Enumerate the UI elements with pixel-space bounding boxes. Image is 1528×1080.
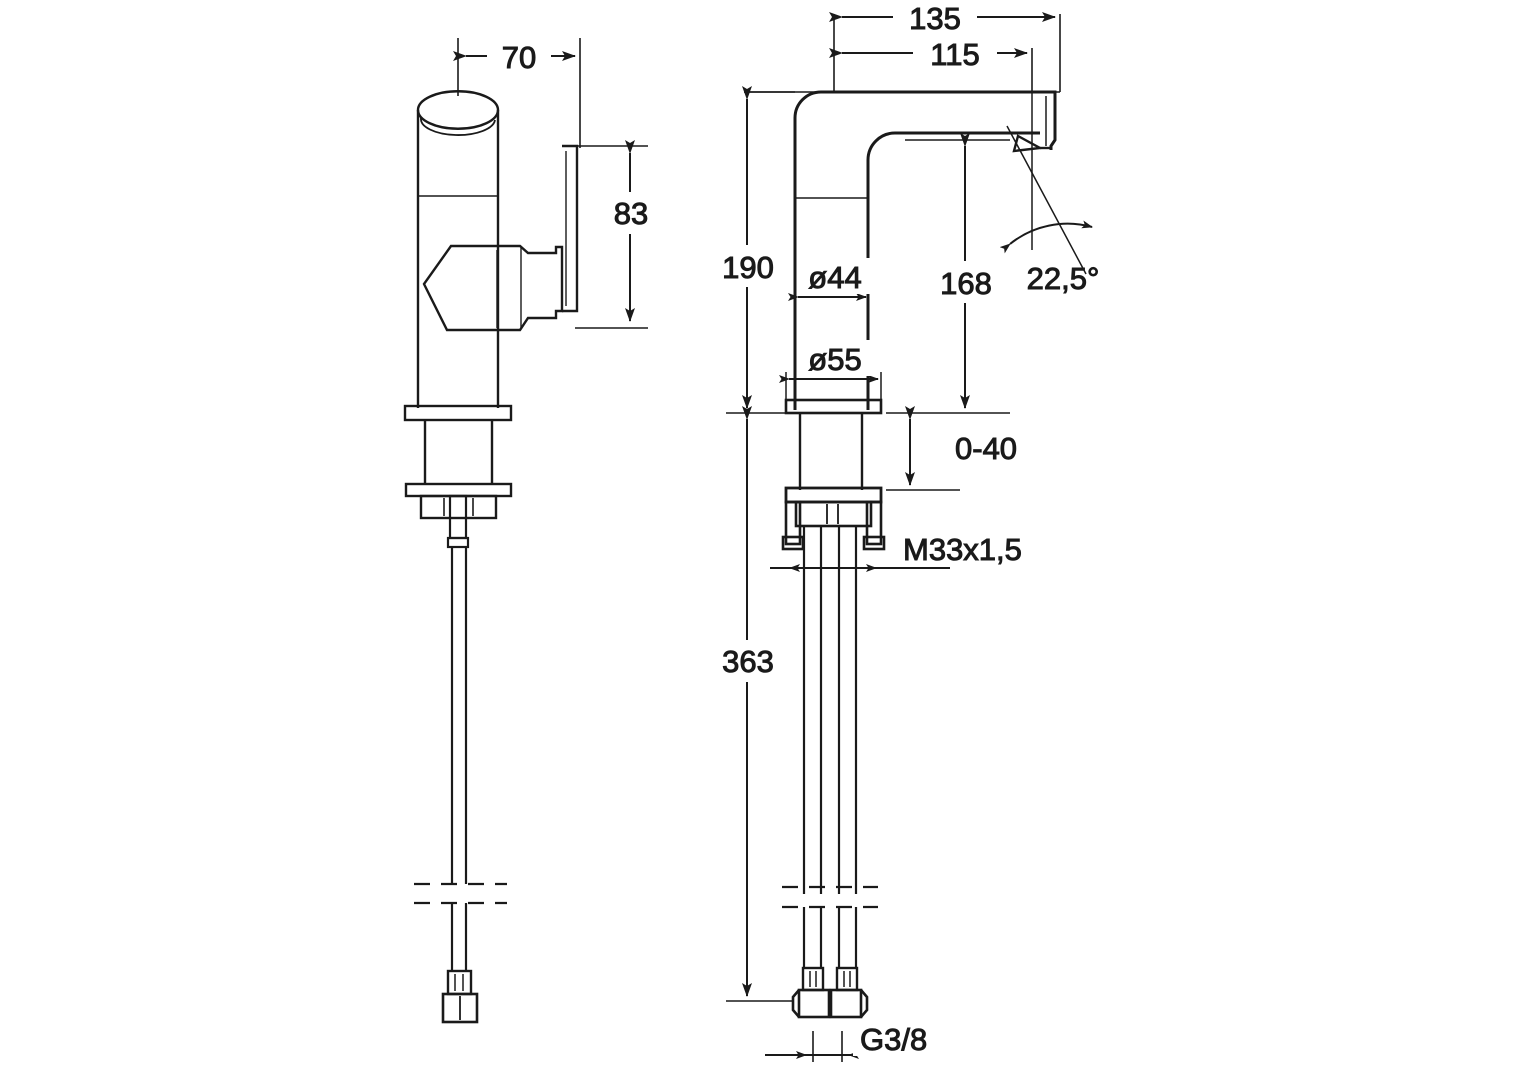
supply-hose-side (414, 547, 507, 1024)
lever-handle-side (422, 144, 579, 332)
dimension-total-height: 363 (718, 406, 780, 997)
base-flange-front (784, 376, 883, 415)
dimension-label-spout-outlet-height: 168 (940, 266, 992, 301)
dimension-lever-height: 83 (612, 140, 650, 322)
tie-rod-left (784, 500, 802, 546)
lever-wedge-left (422, 244, 498, 332)
mounting-nut (419, 494, 498, 520)
side-view: 70 83 (403, 38, 650, 1024)
dimension-label-lever-height: 83 (614, 196, 648, 231)
dimension-spout-total-reach: 135 (829, 0, 1056, 37)
faucet-body-front (793, 90, 1057, 410)
lever-handle-body (498, 244, 564, 332)
mounting-washer-front (784, 486, 883, 504)
connector-left-chamfer (791, 989, 800, 1018)
dimension-lever-reach: 70 (453, 38, 576, 76)
dimension-label-base-diameter: ø55 (808, 342, 861, 377)
shank-front (798, 413, 864, 490)
connector-nut-right (829, 988, 863, 1019)
dimension-base-diameter: ø55 (779, 340, 882, 400)
dimension-thread-size: M33x1,5 (770, 528, 1032, 572)
lever-blade (562, 144, 579, 313)
connector-nut-left (797, 988, 831, 1019)
cap-seam-arc (420, 117, 496, 136)
stud-collar (446, 536, 470, 549)
cap-top-arc (416, 90, 500, 111)
angle-arc (999, 220, 1093, 254)
dimension-body-diameter: ø44 (788, 258, 873, 301)
dimension-label-supply-thread: G3/8 (860, 1022, 927, 1057)
dimension-label-thread-size: M33x1,5 (903, 532, 1022, 567)
dimension-outlet-angle: 22,5° (999, 92, 1100, 297)
supply-tubes-front (782, 526, 878, 1019)
base-plate-side (403, 404, 513, 484)
dimension-spout-projection: 115 (829, 36, 1028, 73)
dimension-label-spout-total-reach: 135 (909, 1, 961, 36)
tie-rod-foot-right (862, 535, 886, 551)
dimension-label-lever-reach: 70 (502, 40, 536, 75)
dimension-label-body-diameter: ø44 (808, 260, 861, 295)
connector-right-chamfer (860, 989, 869, 1018)
spout-outer-profile (793, 90, 1057, 410)
hose-ferrule (446, 969, 473, 996)
dimension-label-counter-thickness: 0-40 (955, 431, 1017, 466)
dimension-label-spout-projection: 115 (930, 37, 979, 72)
dimension-label-outlet-angle: 22,5° (1027, 261, 1100, 296)
dimension-supply-thread: G3/8 (765, 1020, 957, 1062)
mounting-nut-front (794, 500, 873, 528)
base-plate (403, 404, 513, 422)
base-flange (784, 398, 883, 415)
dimension-body-height: 190 (720, 86, 776, 409)
ferrule-left (801, 966, 825, 992)
mounting-washer (404, 482, 513, 498)
mounting-hardware-side (404, 482, 513, 549)
faucet-body-side (416, 90, 500, 408)
hose-connector-nut (441, 992, 479, 1024)
cap-bottom-arc (416, 109, 500, 130)
aerator-outlet (1012, 134, 1044, 153)
front-view: 135 115 ø44 (718, 0, 1100, 1062)
tie-rod-right (865, 500, 883, 546)
spout-inner-profile (866, 131, 1040, 410)
dimension-label-body-height: 190 (722, 250, 774, 285)
dimension-spout-outlet-height: 168 (937, 133, 995, 409)
dimension-counter-thickness: 0-40 (905, 406, 1018, 486)
ferrule-right (835, 966, 859, 992)
dimension-label-total-height: 363 (722, 644, 774, 679)
mounting-hardware-front (781, 486, 886, 551)
